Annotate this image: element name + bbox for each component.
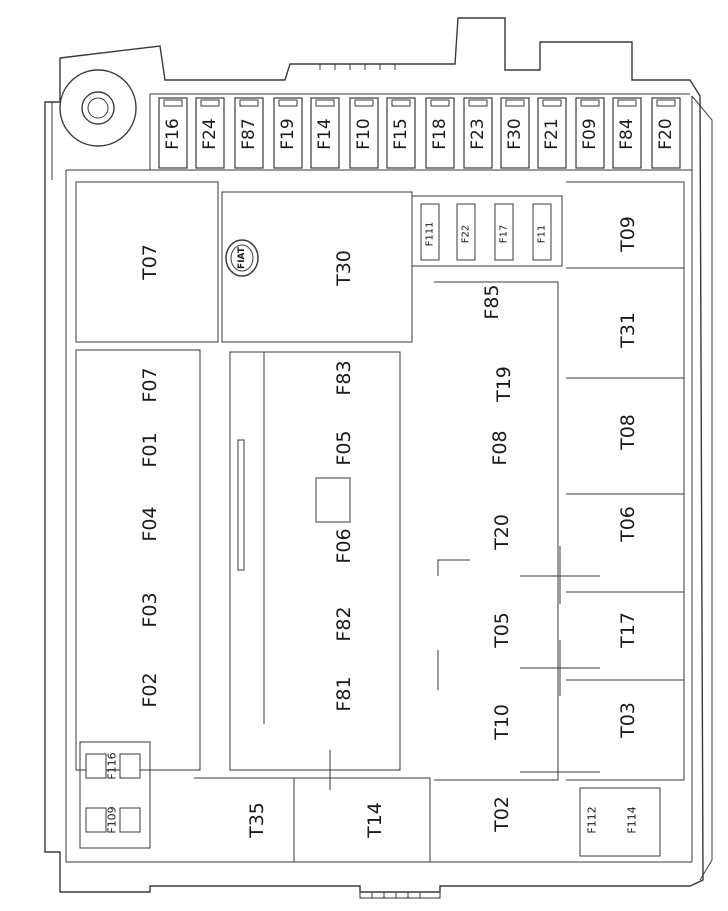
top-fuse-label: F21: [542, 118, 562, 149]
top-fuse[interactable]: F10: [349, 97, 379, 169]
top-fuse[interactable]: F19: [273, 97, 303, 169]
small-fuse[interactable]: F17: [494, 203, 514, 261]
top-fuse[interactable]: F14: [310, 97, 340, 169]
top-fuse-row: F16 F24 F87 F19 F14 F10 F15 F18 F23 F30 F21 F09 F84 F…: [158, 97, 681, 169]
top-fuse[interactable]: F16: [158, 97, 188, 169]
top-fuse-label: F15: [391, 118, 411, 149]
top-fuse-label: F20: [656, 118, 676, 149]
component-labels: T07F07F01F04F03F02T30F83F05F06F82F81F85T…: [85, 216, 639, 839]
small-fuse[interactable]: F111: [420, 203, 440, 261]
top-fuse[interactable]: F30: [500, 97, 530, 169]
center-column-label: F05: [333, 430, 355, 465]
bottom-row-label: T35: [246, 802, 268, 839]
right-outer-label: T08: [617, 414, 639, 451]
right-inner-label: T05: [491, 612, 513, 649]
right-outer-label: T31: [617, 312, 639, 349]
small-fuse-label: F22: [461, 225, 472, 243]
right-outer-label: T03: [617, 702, 639, 739]
left-column-label: F04: [139, 506, 161, 541]
right-outer-label: T09: [617, 216, 639, 253]
left-column-label: F02: [139, 672, 161, 707]
left-column-label: F07: [139, 367, 161, 402]
section-outlines: [75, 181, 685, 862]
small-fuse-label: F11: [537, 225, 548, 243]
top-fuse-label: F09: [580, 118, 600, 149]
center-column-label: F81: [333, 676, 355, 711]
mini-fuse-label: F116: [106, 752, 119, 779]
left-column-label: F01: [139, 432, 161, 467]
top-fuse[interactable]: F20: [651, 97, 681, 169]
mini-fuse[interactable]: F116: [85, 752, 141, 780]
small-fuse-cluster: F111 F22 F17 F11: [411, 195, 563, 267]
center-column-label: F82: [333, 606, 355, 641]
left-column-label: T07: [139, 244, 161, 281]
top-fuse-label: F18: [430, 118, 450, 149]
right-inner-label: F85: [481, 284, 503, 319]
fiat-logo-text: FIAT: [237, 246, 247, 269]
top-fuse-label: F87: [239, 118, 259, 149]
center-column-label: F06: [333, 528, 355, 563]
top-fuse[interactable]: F87: [234, 97, 264, 169]
fuse-box-housing: [44, 17, 713, 899]
top-fuse-label: F19: [278, 118, 298, 149]
right-inner-label: T10: [491, 704, 513, 741]
top-fuse-label: F14: [315, 118, 335, 149]
top-fuse-label: F24: [200, 118, 220, 149]
right-inner-label: T19: [493, 366, 515, 403]
top-fuse-label: F84: [617, 118, 637, 149]
top-fuse[interactable]: F15: [386, 97, 416, 169]
bottom-row-label: T14: [364, 802, 386, 839]
top-fuse[interactable]: F23: [463, 97, 493, 169]
right-inner-label: T02: [491, 796, 513, 833]
mini-fuse-label: F112: [586, 806, 599, 833]
right-inner-label: T20: [491, 514, 513, 551]
top-fuse[interactable]: F18: [425, 97, 455, 169]
top-fuse-label: F30: [505, 118, 525, 149]
right-outer-label: T17: [617, 612, 639, 649]
small-fuse-label: F111: [425, 222, 436, 247]
top-fuse[interactable]: F21: [537, 97, 567, 169]
top-fuse-label: F10: [354, 118, 374, 149]
mini-fuse-label: F114: [626, 806, 639, 833]
mini-fuse[interactable]: F109: [85, 806, 141, 834]
top-fuse[interactable]: F09: [575, 97, 605, 169]
right-outer-label: T06: [617, 506, 639, 543]
top-fuse[interactable]: F24: [195, 97, 225, 169]
fiat-logo: FIAT: [225, 239, 259, 277]
mini-fuse-label: F109: [106, 806, 119, 833]
center-column-label: F83: [333, 360, 355, 395]
left-column-label: F03: [139, 592, 161, 627]
small-fuse-label: F17: [499, 225, 510, 243]
top-fuse[interactable]: F84: [612, 97, 642, 169]
top-fuse-label: F23: [468, 118, 488, 149]
center-column-label: T30: [333, 250, 355, 287]
right-inner-label: F08: [489, 430, 511, 465]
small-fuse[interactable]: F11: [532, 203, 552, 261]
top-fuse-label: F16: [163, 118, 183, 149]
small-fuse[interactable]: F22: [456, 203, 476, 261]
